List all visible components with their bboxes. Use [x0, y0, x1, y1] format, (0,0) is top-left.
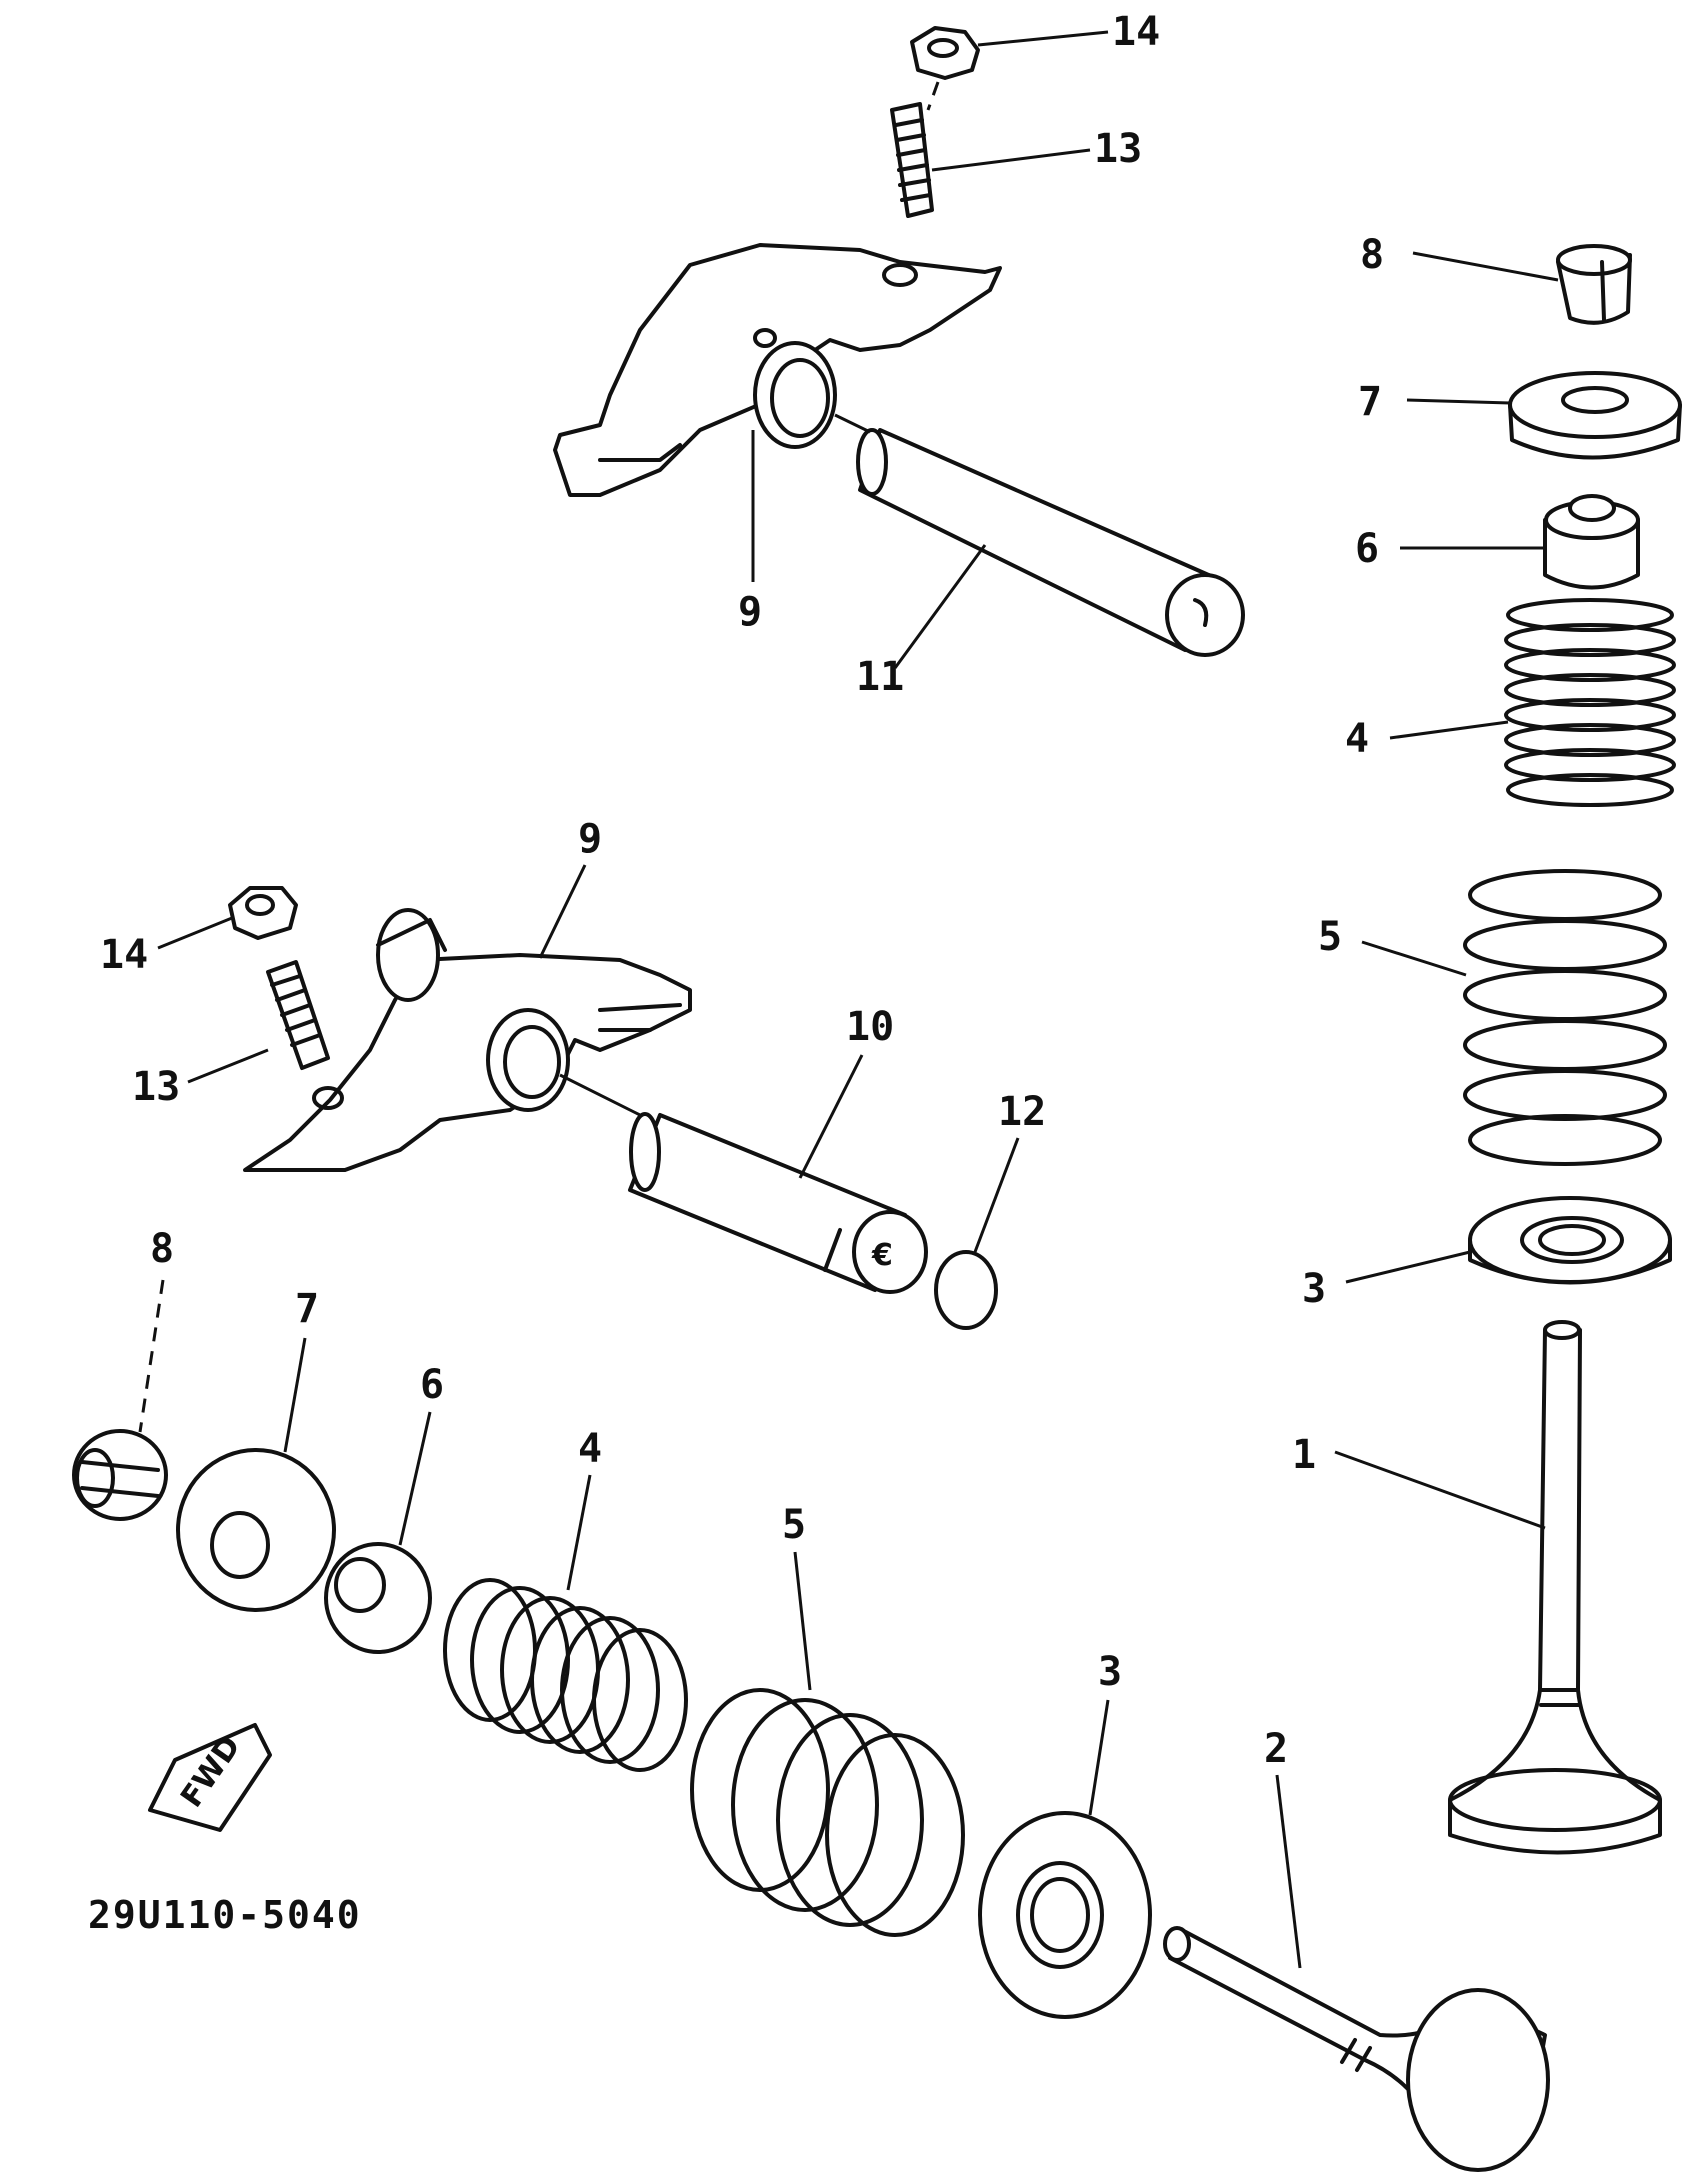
rocker-arm-top [553, 243, 1002, 497]
adjust-screw-top [890, 102, 934, 218]
callout-10: 10 [846, 1004, 894, 1050]
valve-right [1448, 1320, 1662, 1855]
callout-8-lower: 8 [150, 1226, 174, 1272]
adjust-screw-lower [266, 960, 330, 1070]
callout-9-top: 9 [738, 589, 762, 635]
cotter-right [1556, 244, 1632, 325]
callout-11: 11 [856, 654, 904, 700]
retainer-lower [176, 1448, 336, 1612]
callout-13-lower: 13 [132, 1064, 180, 1110]
fwd-arrow-icon: FWD [148, 1723, 272, 1832]
callout-7-lower: 7 [295, 1286, 319, 1332]
lower-rocker-assembly: € [228, 886, 998, 1330]
nut-top [910, 26, 980, 80]
figure-code: 29U110-5040 [88, 1893, 362, 1937]
callout-5-lower: 5 [782, 1502, 806, 1548]
callout-9-lower: 9 [578, 816, 602, 862]
callout-6-lower: 6 [420, 1362, 444, 1408]
callout-1: 1 [1292, 1432, 1316, 1478]
upper-rocker-assembly [553, 26, 1245, 657]
callout-8-right: 8 [1360, 232, 1384, 278]
callout-14-lower: 14 [100, 932, 148, 978]
cotter-lower [72, 1429, 168, 1521]
seal-lower [324, 1542, 432, 1654]
nut-lower [228, 886, 298, 940]
right-valve-stack [1448, 244, 1682, 1855]
o-ring-12 [934, 1250, 998, 1330]
inner-spring-right [1504, 598, 1676, 807]
retainer-right [1508, 371, 1682, 460]
outer-spring-lower [690, 1688, 965, 1937]
callout-14-top: 14 [1112, 9, 1160, 55]
callout-4-lower: 4 [578, 1426, 602, 1472]
inner-spring-lower [443, 1578, 688, 1772]
lower-valve-stack [72, 1429, 1550, 2172]
callout-5-right: 5 [1318, 914, 1342, 960]
callout-numbers: 14 13 8 7 6 4 5 3 1 9 11 9 14 13 10 12 8… [100, 9, 1384, 1772]
leader-lines [138, 30, 1559, 1969]
rocker-shaft-10: € [628, 1112, 928, 1294]
callout-12: 12 [998, 1089, 1046, 1135]
spring-seat-right [1468, 1196, 1672, 1285]
rocker-arm-lower [243, 908, 692, 1172]
svg-text:€: € [871, 1238, 893, 1273]
callout-3-right: 3 [1302, 1266, 1326, 1312]
callout-4-right: 4 [1345, 716, 1369, 762]
valve-lower [1163, 1926, 1550, 2172]
callout-3-lower: 3 [1098, 1649, 1122, 1695]
callout-7-right: 7 [1358, 379, 1382, 425]
spring-seat-lower [978, 1811, 1152, 2019]
seal-right [1543, 494, 1640, 590]
callout-13-top: 13 [1094, 126, 1142, 172]
rocker-shaft-11 [856, 428, 1245, 657]
outer-spring-right [1463, 869, 1667, 1166]
callout-2: 2 [1264, 1726, 1288, 1772]
callout-6-right: 6 [1355, 526, 1379, 572]
